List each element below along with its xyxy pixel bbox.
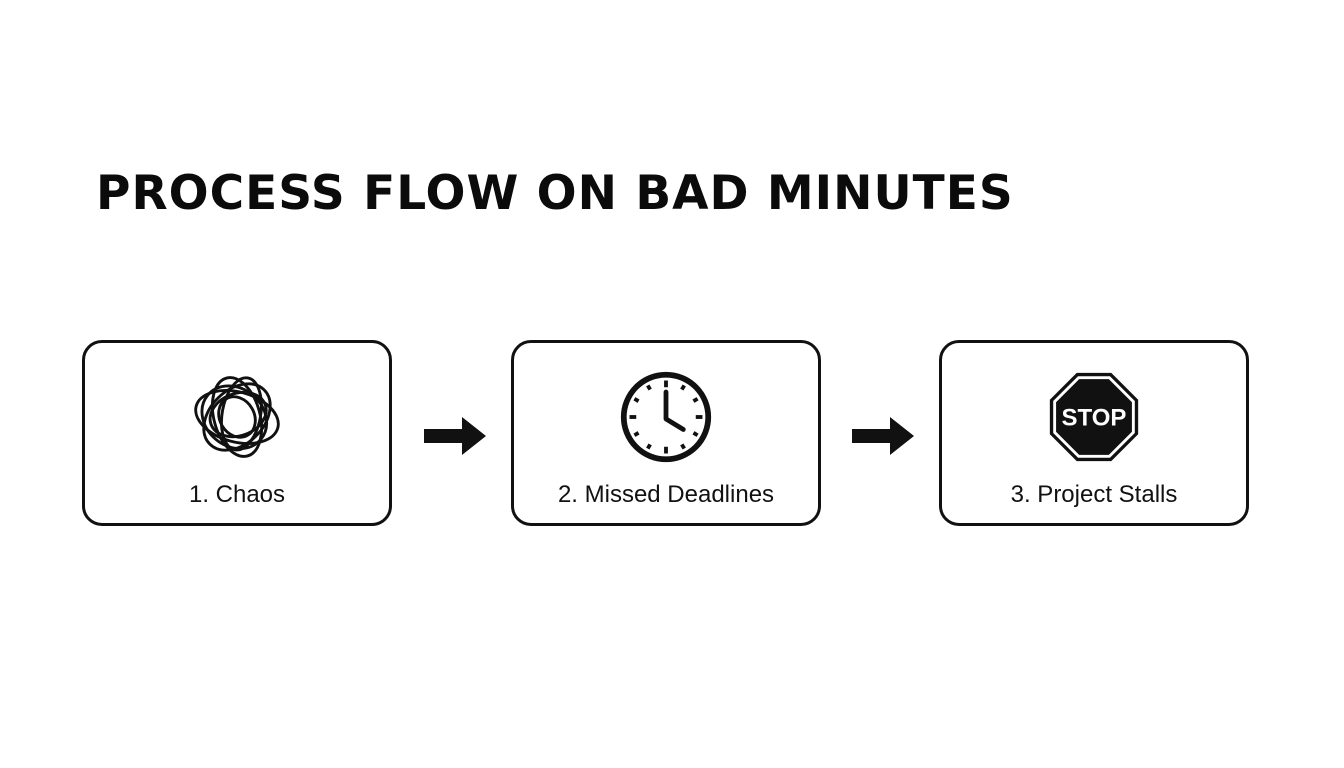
stop-sign-icon: STOP [1049,372,1139,462]
tangled-scribble-icon [194,376,280,458]
clock-icon [620,371,712,463]
step-project-stalls: STOP 3. Project Stalls [939,340,1249,526]
step-missed-deadlines: 2. Missed Deadlines [511,340,821,526]
step-label: 1. Chaos [188,481,286,508]
step-chaos: 1. Chaos [82,340,392,526]
page-title: PROCESS FLOW ON BAD MINUTES [96,166,1014,221]
arrow-right-icon [424,417,486,455]
step-label: 2. Missed Deadlines [557,481,775,508]
step-label: 3. Project Stalls [1010,481,1178,508]
arrow-right-icon [852,417,914,455]
stop-text: STOP [1062,405,1127,432]
